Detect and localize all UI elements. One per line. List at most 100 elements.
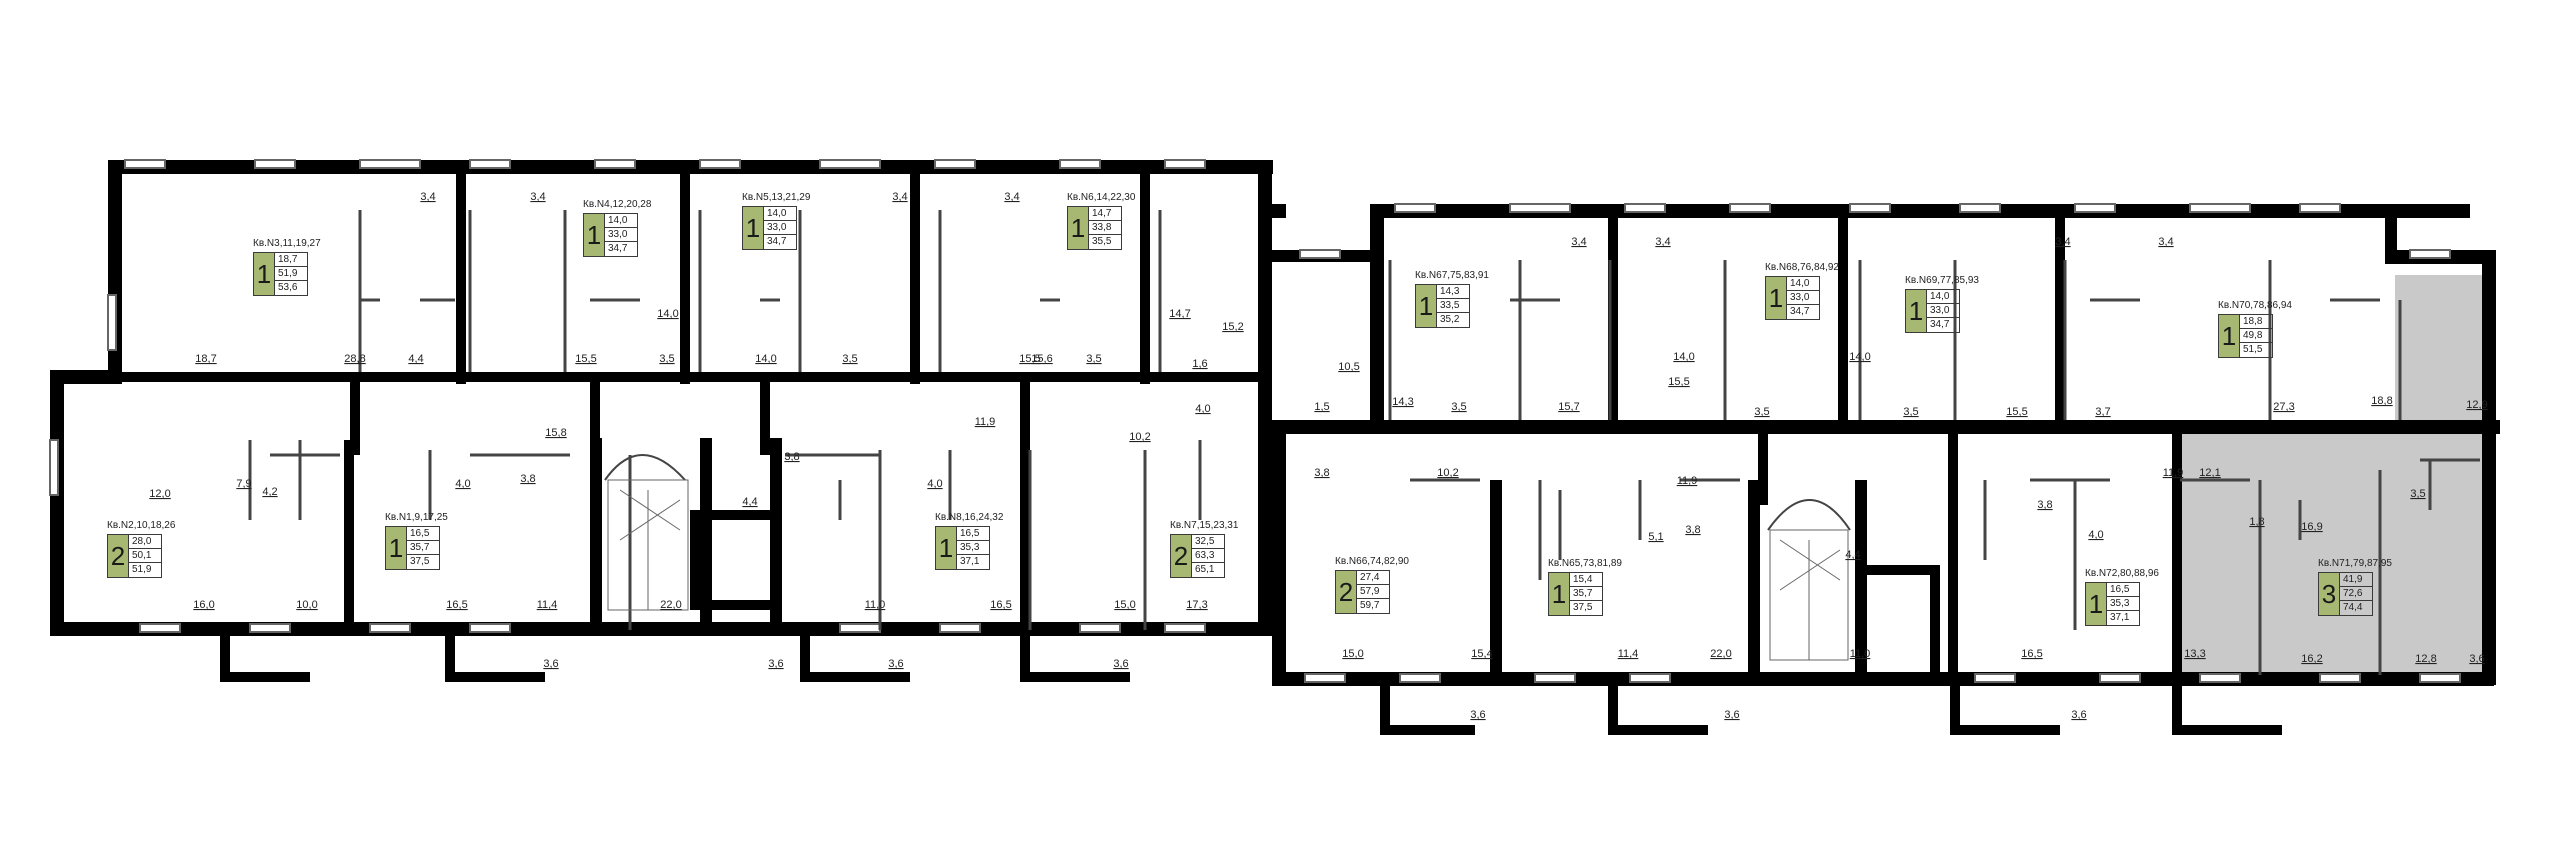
total-area: 49,8	[2240, 329, 2272, 343]
room-area-label: 11,0	[865, 599, 886, 611]
room-area-label: 3,6	[1724, 709, 1739, 721]
room-area-label: 3,8	[2037, 499, 2052, 511]
apartment-id: Кв.N4,12,20,28	[583, 199, 652, 210]
room-area-label: 22,0	[1710, 648, 1731, 660]
room-area-label: 4,0	[2088, 529, 2103, 541]
room-area-label: 3,5	[2410, 488, 2425, 500]
room-area-label: 10,0	[296, 599, 317, 611]
room-count: 1	[1765, 276, 1787, 320]
room-area-label: 3,6	[2071, 709, 2086, 721]
room-area-label: 22,0	[660, 599, 681, 611]
room-area-label: 15,0	[1114, 599, 1135, 611]
room-area-label: 14,0	[1849, 351, 1870, 363]
total-area: 33,5	[1437, 299, 1469, 313]
highlighted-apartment	[2172, 428, 2484, 682]
room-area-label: 14,7	[1169, 308, 1190, 320]
apartment-id: Кв.N67,75,83,91	[1415, 270, 1489, 281]
room-area-label: 3,4	[420, 191, 435, 203]
living-area: 28,0	[129, 535, 161, 549]
apartment-id: Кв.N2,10,18,26	[107, 520, 176, 531]
room-area-label: 3,5	[1903, 406, 1918, 418]
total-area: 33,8	[1089, 221, 1121, 235]
apartment-id: Кв.N72,80,88,96	[2085, 568, 2159, 579]
apartment-id: Кв.N7,15,23,31	[1170, 520, 1239, 531]
total-area-with-balcony: 37,1	[960, 556, 980, 567]
room-area-label: 4,4	[408, 353, 423, 365]
living-area: 14,0	[764, 207, 796, 221]
room-area-label: 16,5	[990, 599, 1011, 611]
living-area: 15,4	[1570, 573, 1602, 587]
apartment-id: Кв.N6,14,22,30	[1067, 192, 1136, 203]
room-area-label: 15,7	[1558, 401, 1579, 413]
living-area: 14,0	[1927, 290, 1959, 304]
total-area-with-balcony: 37,1	[2110, 612, 2130, 623]
room-area-label: 16,5	[446, 599, 467, 611]
total-area-with-balcony: 74,4	[2343, 602, 2363, 613]
room-area-label: 4,0	[1195, 403, 1210, 415]
room-area-label: 3,6	[768, 658, 783, 670]
total-area-with-balcony: 37,5	[410, 556, 430, 567]
room-area-label: 7,9	[236, 478, 251, 490]
total-area: 35,7	[407, 541, 439, 555]
room-area-label: 12,0	[149, 488, 170, 500]
room-area-label: 11,9	[1677, 475, 1698, 487]
room-area-label: 10,2	[1129, 431, 1150, 443]
room-count: 1	[742, 206, 764, 250]
total-area-with-balcony: 34,7	[608, 243, 628, 254]
room-count: 1	[935, 526, 957, 570]
total-area: 35,3	[957, 541, 989, 555]
total-area: 33,0	[1787, 291, 1819, 305]
room-area-label: 3,4	[530, 191, 545, 203]
room-area-label: 3,6	[1470, 709, 1485, 721]
living-area: 14,3	[1437, 285, 1469, 299]
room-area-label: 4,2	[262, 486, 277, 498]
room-count: 2	[1170, 534, 1192, 578]
room-area-label: 3,4	[2055, 236, 2070, 248]
room-area-label: 1,8	[2249, 516, 2264, 528]
room-area-label: 16,9	[2301, 521, 2322, 533]
apartment-id: Кв.N8,16,24,32	[935, 512, 1004, 523]
room-area-label: 3,5	[659, 353, 674, 365]
apartment-id: Кв.N70,78,86,94	[2218, 300, 2292, 311]
room-area-label: 3,6	[543, 658, 558, 670]
room-area-label: 3,8	[784, 451, 799, 463]
room-area-label: 10,5	[1338, 361, 1359, 373]
room-area-label: 16,2	[2301, 653, 2322, 665]
room-area-label: 1,6	[1192, 358, 1207, 370]
total-area-with-balcony: 59,7	[1360, 600, 1380, 611]
room-count: 1	[253, 252, 275, 296]
room-area-label: 3,7	[2095, 406, 2110, 418]
room-area-label: 3,5	[1086, 353, 1101, 365]
room-area-label: 17,3	[1186, 599, 1207, 611]
living-area: 16,5	[2107, 583, 2139, 597]
total-area: 33,0	[1927, 304, 1959, 318]
room-area-label: 12,1	[2199, 467, 2220, 479]
room-count: 1	[2085, 582, 2107, 626]
apartment-id: Кв.N69,77,85,93	[1905, 275, 1979, 286]
room-count: 2	[1335, 570, 1357, 614]
room-area-label: 15,2	[1222, 321, 1243, 333]
living-area: 41,9	[2340, 573, 2372, 587]
room-area-label: 15,8	[545, 427, 566, 439]
living-area: 14,0	[1787, 277, 1819, 291]
room-area-label: 18,7	[195, 353, 216, 365]
apartment-id: Кв.N68,76,84,92	[1765, 262, 1839, 273]
total-area-with-balcony: 37,5	[1573, 602, 1593, 613]
room-area-label: 15,4	[1471, 648, 1492, 660]
room-area-label: 11,0	[1850, 648, 1871, 660]
room-count: 1	[583, 213, 605, 257]
total-area: 63,3	[1192, 549, 1224, 563]
total-area-with-balcony: 51,5	[2243, 344, 2263, 355]
staircase-right	[1767, 499, 1851, 661]
room-area-label: 10,2	[1437, 467, 1458, 479]
living-area: 27,4	[1357, 571, 1389, 585]
total-area: 72,6	[2340, 587, 2372, 601]
room-area-label: 12,9	[2466, 399, 2487, 411]
total-area: 35,3	[2107, 597, 2139, 611]
total-area-with-balcony: 34,7	[767, 236, 787, 247]
room-area-label: 16,0	[193, 599, 214, 611]
living-area: 16,5	[957, 527, 989, 541]
total-area: 57,9	[1357, 585, 1389, 599]
room-area-label: 14,0	[657, 308, 678, 320]
